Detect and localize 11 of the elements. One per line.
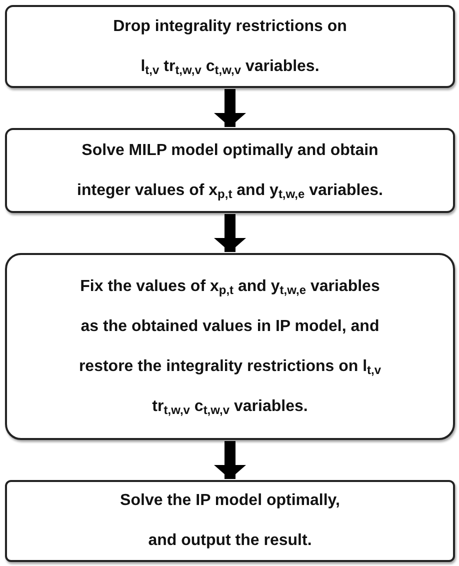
- step-text: Fix the values of x$_{p,t}$ and y$_{t,w,e}$ variables as the obtained values in IP model, and restore the integrality restrictions on l$_{t,v}$ tr$_{t,w,v}$ c$_{t,w,v}$ variables.: [78, 276, 382, 418]
- down-arrow: [214, 214, 246, 252]
- process-box: [5, 480, 455, 562]
- down-arrow: [214, 89, 246, 127]
- process-box: [5, 5, 455, 88]
- process-box: [5, 128, 455, 213]
- step-text: Solve the IP model optimally, and output the result.: [119, 491, 341, 551]
- down-arrow: [214, 441, 246, 479]
- step-text: Drop integrality restrictions on l$_{t,v}$ tr$_{t,w,v}$ c$_{t,w,v}$ variables.: [112, 16, 348, 78]
- step-text: Solve MILP model optimally and obtain integer values of x$_{p,t}$ and y$_{t,w,e}$ variables.: [76, 140, 384, 202]
- process-box: [5, 253, 455, 440]
